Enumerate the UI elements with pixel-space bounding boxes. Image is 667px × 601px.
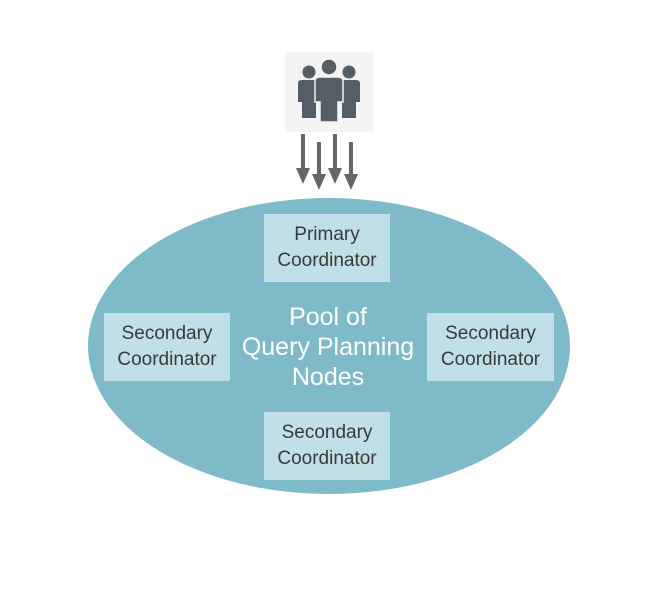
pool-label-line-3: Nodes [291,363,365,391]
arrow-2 [312,142,326,190]
coordinator-label-line-1: Secondary [445,323,536,344]
secondary-coordinator-left-box: Secondary Coordinator [104,313,230,381]
users-group-icon [285,52,373,132]
coordinator-label-line-1: Secondary [121,323,213,344]
arrow-4 [344,142,358,190]
arrow-3 [328,134,342,184]
pool-label-line-2: Query Planning [241,333,415,361]
coordinator-label-line-2: Coordinator [440,349,541,370]
coordinator-label-line-2: Coordinator [277,250,377,271]
coordinator-label-line-2: Coordinator [117,349,217,370]
arrow-1 [296,134,310,184]
secondary-coordinator-bottom-box: Secondary Coordinator [264,412,390,480]
primary-coordinator-box: Primary Coordinator [264,214,390,282]
person-center-head [320,58,338,76]
request-arrows [296,134,358,190]
pool-label: Pool of Query Planning Nodes [218,302,438,392]
secondary-coordinator-right-box: Secondary Coordinator [427,313,554,381]
person-left-head [302,65,316,79]
coordinator-label-line-1: Primary [294,224,360,245]
pool-label-line-1: Pool of [289,303,367,331]
coordinator-label-line-2: Coordinator [277,448,377,469]
person-right-head [342,65,356,79]
coordinator-label-line-1: Secondary [281,422,373,443]
person-center-body [314,76,344,123]
